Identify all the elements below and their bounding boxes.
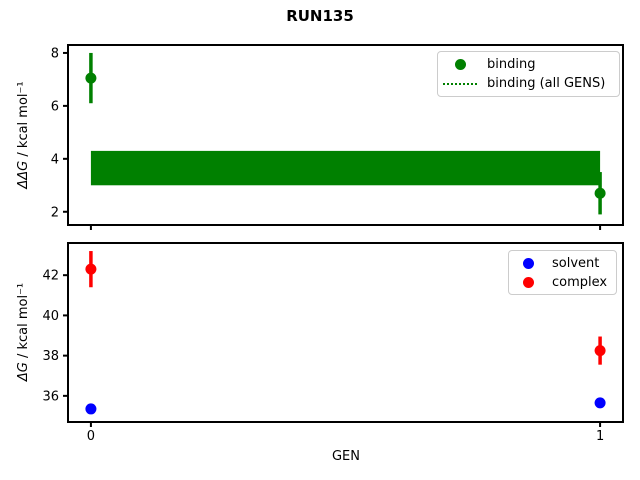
legend-entry-complex: complex [513, 273, 612, 292]
y-axis-label-top-symbol: ΔΔG [16, 160, 31, 189]
subplot-1: 36 38 40 42 0 1 [42, 242, 624, 444]
binding-marker-icon [454, 59, 466, 70]
data-point-solvent [85, 403, 97, 415]
axes-frame [67, 242, 624, 423]
y-tick-label: 36 [42, 389, 59, 404]
y-axis-label-top-unit: / kcal mol⁻¹ [16, 81, 31, 161]
data-point-solvent [594, 397, 606, 409]
legend-label: complex [552, 275, 608, 290]
data-point-binding [85, 72, 97, 84]
y-tick-label: 40 [42, 309, 59, 324]
legend-top: binding binding (all GENS) [437, 51, 620, 97]
legend-marker-area [513, 258, 543, 269]
figure-title: RUN135 [286, 7, 354, 25]
x-axis-label: GEN [331, 449, 360, 464]
legend-entry-binding: binding [442, 55, 615, 74]
solvent-marker-icon [522, 258, 534, 269]
y-tick-label: 4 [51, 152, 59, 167]
y-axis-label-top: ΔΔG / kcal mol⁻¹ [16, 35, 32, 235]
complex-marker-icon [522, 277, 534, 288]
data-point-complex [594, 345, 606, 357]
legend-entry-binding-all-gens: binding (all GENS) [442, 74, 615, 93]
legend-marker-area [442, 82, 478, 85]
y-tick-label: 2 [51, 205, 59, 220]
y-axis-label-bottom-symbol: ΔG [16, 362, 31, 382]
legend-label: solvent [552, 256, 600, 271]
legend-label: binding [487, 57, 536, 72]
y-tick-label: 38 [42, 349, 59, 364]
data-point-binding [594, 187, 606, 199]
axes-frame [67, 44, 624, 226]
legend-bottom: solvent complex [508, 250, 617, 295]
y-tick-label: 6 [51, 99, 59, 114]
data-point-complex [85, 263, 97, 275]
uncertainty-band [90, 150, 601, 186]
y-tick-label: 8 [51, 46, 59, 61]
legend-marker-area [513, 277, 543, 288]
x-tick-label: 0 [87, 429, 95, 444]
y-tick-label: 42 [42, 269, 59, 284]
y-axis-label-bottom: ΔG / kcal mol⁻¹ [16, 232, 32, 432]
legend-marker-area [442, 59, 478, 70]
legend-entry-solvent: solvent [513, 254, 612, 273]
legend-label: binding (all GENS) [487, 76, 606, 91]
dotted-line-icon [443, 82, 477, 85]
y-axis-label-bottom-unit: / kcal mol⁻¹ [16, 282, 31, 363]
subplot-0: 2 4 6 8 [51, 44, 624, 230]
x-tick-label: 1 [596, 429, 604, 444]
